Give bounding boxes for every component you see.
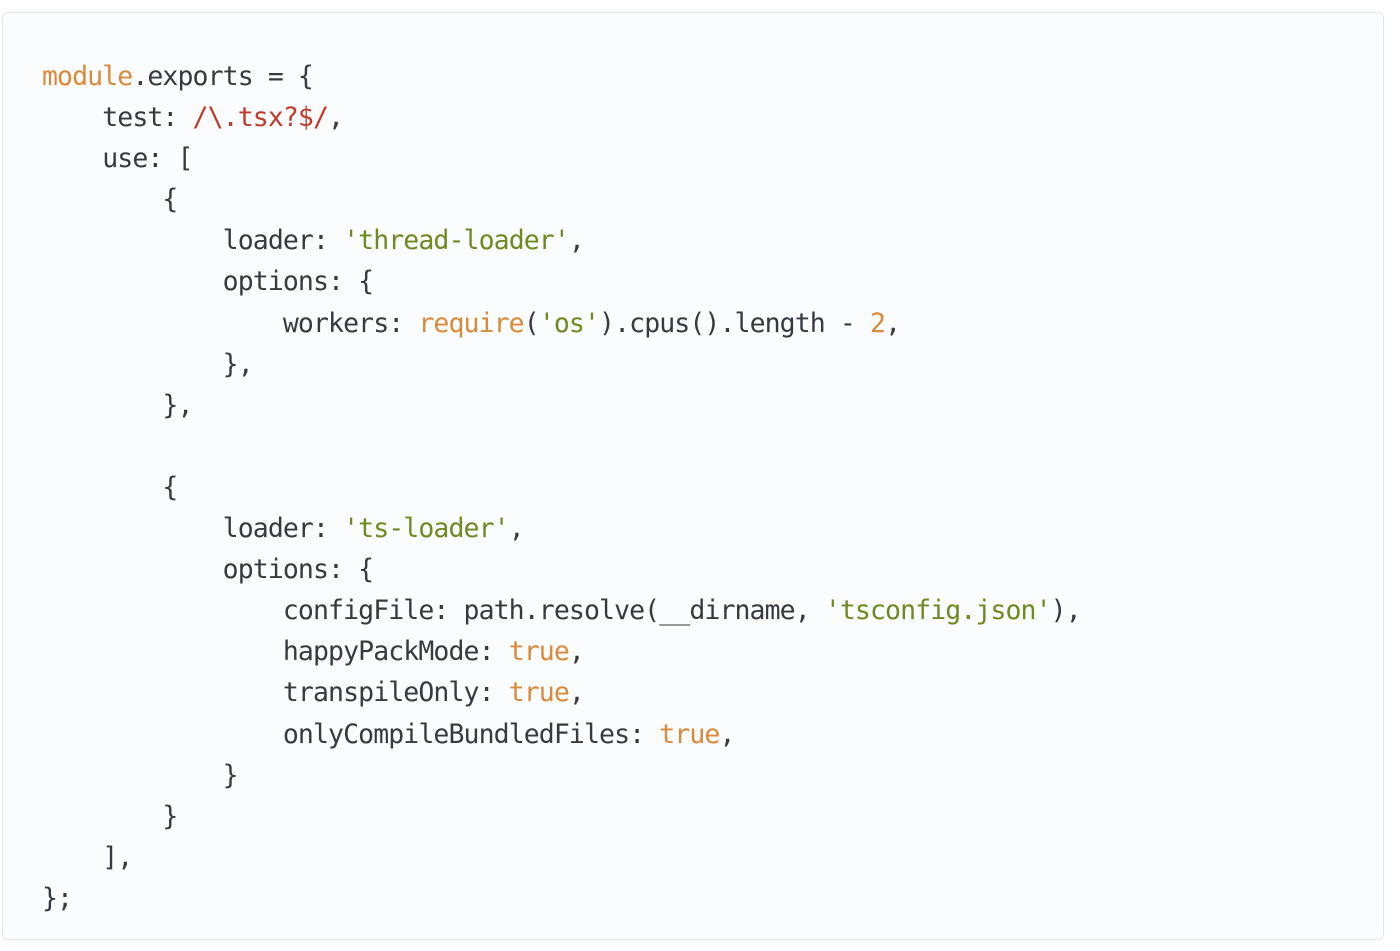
code-token-string: 'tsconfig.json' [824, 595, 1052, 627]
code-token-plain: loader: [42, 513, 344, 545]
code-line: ], [42, 837, 1081, 878]
code-line: configFile: path.resolve(__dirname, 'tsc… [42, 590, 1082, 631]
code-content[interactable]: module.exports = { test: /\.tsx?$/, use:… [42, 56, 1082, 919]
code-token-plain: , [508, 513, 525, 545]
code-line: happyPackMode: true, [42, 631, 1081, 672]
code-token-plain: use: [ [42, 143, 193, 175]
code-token-plain: loader: [42, 225, 344, 257]
code-token-plain: , [568, 636, 585, 668]
code-token-plain: } [42, 800, 178, 832]
code-line: }, [42, 385, 1081, 426]
code-line: { [42, 467, 1081, 508]
code-line: } [42, 755, 1081, 796]
code-token-plain: }, [42, 348, 254, 380]
code-token-plain: ).cpus().length - [599, 307, 871, 339]
code-token-plain: }, [42, 389, 193, 421]
code-token-keyword: true [508, 677, 570, 709]
code-line: }; [42, 878, 1081, 919]
code-token-regex: /\.tsx?$/ [192, 102, 329, 134]
code-token-plain: ( [523, 307, 540, 339]
code-line: loader: 'ts-loader', [42, 508, 1081, 549]
code-line: transpileOnly: true, [42, 672, 1081, 713]
code-line: { [42, 179, 1081, 220]
code-token-plain: happyPackMode: [42, 636, 509, 668]
code-token-keyword: require [418, 307, 524, 339]
code-token-plain: , [568, 677, 585, 709]
code-token-plain: transpileOnly: [42, 677, 509, 709]
code-token-plain: test: [42, 102, 193, 134]
code-line: onlyCompileBundledFiles: true, [42, 714, 1081, 755]
code-token-plain: configFile: path.resolve(__dirname, [42, 595, 825, 627]
code-line: workers: require('os').cpus().length - 2… [42, 303, 1081, 344]
code-token-number: 2 [870, 307, 886, 339]
code-token-plain: onlyCompileBundledFiles: [42, 718, 660, 750]
code-line: }, [42, 344, 1081, 385]
code-token-string: 'thread-loader' [343, 225, 570, 257]
code-token-plain: , [568, 225, 585, 257]
code-line: loader: 'thread-loader', [42, 220, 1081, 261]
code-line: ​ [42, 426, 1081, 467]
code-token-plain: options: { [42, 554, 374, 586]
code-block: module.exports = { test: /\.tsx?$/, use:… [2, 12, 1384, 940]
code-line: test: /\.tsx?$/, [42, 97, 1081, 138]
code-token-keyword: module [42, 61, 133, 92]
code-token-plain: { [42, 471, 178, 503]
code-line: module.exports = { [42, 56, 1081, 97]
code-token-plain: .exports = { [132, 61, 314, 92]
code-token-plain: } [42, 759, 239, 791]
code-token-keyword: true [508, 636, 570, 668]
code-token-plain: { [42, 184, 178, 216]
code-token-plain: , [328, 102, 344, 134]
code-token-plain: , [885, 307, 901, 339]
code-token-plain: ], [42, 841, 133, 873]
code-line: use: [ [42, 138, 1081, 179]
code-line: } [42, 796, 1081, 837]
code-token-plain: }; [42, 882, 73, 914]
code-token-keyword: true [659, 718, 720, 750]
code-token-string: 'ts-loader' [343, 513, 510, 545]
code-line: options: { [42, 261, 1081, 302]
code-token-plain: , [719, 718, 735, 750]
code-token-plain: options: { [42, 266, 374, 298]
code-token-plain: ), [1050, 595, 1082, 627]
code-token-plain: workers: [42, 307, 419, 339]
code-token-string: 'os' [538, 307, 600, 339]
code-line: options: { [42, 549, 1081, 590]
